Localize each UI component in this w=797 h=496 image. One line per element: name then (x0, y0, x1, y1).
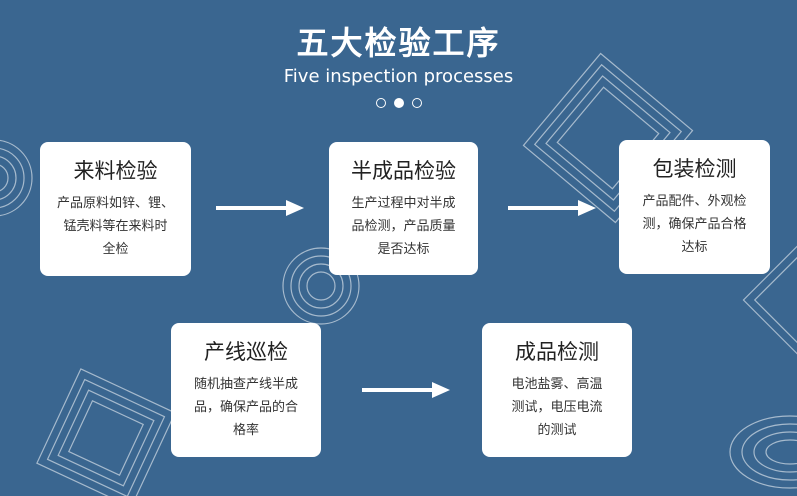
step-title: 产线巡检 (204, 340, 288, 364)
step-desc-line: 随机抽查产线半成 (193, 377, 298, 392)
step-desc-line: 全检 (102, 242, 129, 257)
step-desc-line: 是否达标 (377, 242, 430, 257)
step-desc-line: 格率 (232, 423, 259, 438)
pager-dot-1[interactable] (375, 98, 386, 108)
step-title: 成品检测 (515, 340, 599, 364)
step-desc-line: 达标 (681, 240, 708, 255)
step-desc-line: 锰壳料等在来料时 (63, 219, 168, 234)
step-card-incoming-inspection: 来料检验 产品原料如锌、锂、 锰壳料等在来料时 全检 (40, 142, 191, 276)
step-desc-line: 测试，电压电流 (511, 400, 603, 415)
step-card-semi-finished-inspection: 半成品检验 生产过程中对半成 品检测，产品质量 是否达标 (329, 142, 478, 275)
step-desc-line: 电池盐雾、高温 (511, 377, 603, 392)
step-desc-line: 测，确保产品合格 (642, 217, 747, 232)
step-desc-line: 产品原料如锌、锂、 (56, 196, 174, 211)
page-title: 五大检验工序 (296, 24, 501, 62)
step-desc-line: 品检测，产品质量 (351, 219, 456, 234)
step-desc-line: 生产过程中对半成 (351, 196, 456, 211)
step-card-packaging-inspection: 包装检测 产品配件、外观检 测，确保产品合格 达标 (619, 140, 770, 274)
step-title: 包装检测 (652, 157, 737, 181)
pager-dot-2[interactable] (393, 98, 404, 108)
page-subtitle: Five inspection processes (283, 66, 514, 87)
step-desc-line: 产品配件、外观检 (642, 194, 747, 209)
pager-dots (0, 98, 797, 108)
arrow-right-icon (362, 382, 450, 398)
arrow-right-icon (216, 200, 304, 216)
step-card-line-patrol-inspection: 产线巡检 随机抽查产线半成 品，确保产品的合 格率 (171, 323, 321, 457)
pager-dot-3[interactable] (411, 98, 422, 108)
step-title: 半成品检验 (351, 159, 456, 183)
step-card-finished-product-inspection: 成品检测 电池盐雾、高温 测试，电压电流 的测试 (482, 323, 632, 457)
step-desc-line: 的测试 (537, 423, 577, 438)
step-desc-line: 品，确保产品的合 (193, 400, 298, 415)
arrow-right-icon (508, 200, 596, 216)
step-title: 来料检验 (73, 159, 158, 183)
